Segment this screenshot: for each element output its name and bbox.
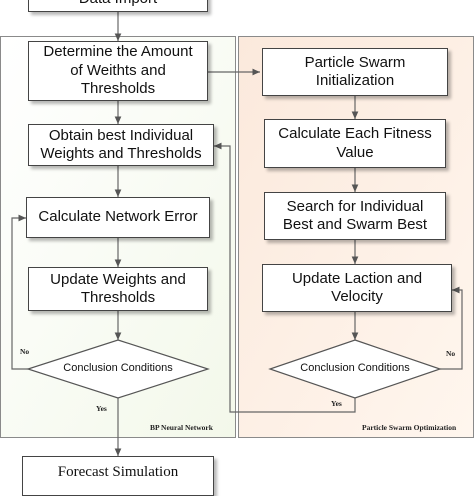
bp-yes-label: Yes — [96, 404, 107, 413]
update-weights-box: Update Weights and Thresholds — [28, 267, 208, 311]
pso-conclusion-label: Conclusion Conditions — [300, 362, 410, 374]
update-weights-line-1: Update Weights and — [50, 270, 186, 288]
pso-init-line-1: Particle Swarm — [304, 53, 406, 71]
pso-panel-label: Particle Swarm Optimization — [362, 423, 457, 432]
determine-line-3: Thresholds — [80, 80, 156, 98]
calculate-network-error-box: Calculate Network Error — [26, 197, 210, 238]
obtain-best-line-1: Obtain best Individual — [48, 126, 194, 144]
forecast-label: Forecast Simulation — [57, 464, 179, 480]
pso-no-label: No — [446, 349, 456, 358]
pso-no-loop — [440, 286, 463, 370]
search-best-line-1: Search for Individual — [286, 197, 424, 215]
update-location-box: Update Laction and Velocity — [262, 264, 452, 312]
bp-conclusion-label: Conclusion Conditions — [63, 362, 173, 374]
bp-no-loop — [11, 214, 28, 370]
network-error-label: Calculate Network Error — [38, 208, 198, 226]
update-location-line-1: Update Laction and — [291, 269, 423, 287]
pso-yes-label: Yes — [331, 399, 342, 408]
determine-line-1: Determine the Amount — [43, 43, 193, 61]
pso-conclusion-diamond — [268, 339, 442, 399]
pso-yes-to-obtain — [214, 142, 356, 413]
determine-line-2: of Weithts and — [70, 61, 166, 79]
forecast-simulation-box: Forecast Simulation — [22, 456, 214, 496]
flow-connectors — [11, 12, 463, 456]
bp-conclusion-diamond — [26, 339, 210, 399]
bp-panel-label: BP Neural Network — [150, 423, 213, 432]
search-best-line-2: Best and Swarm Best — [282, 216, 428, 233]
obtain-best-box: Obtain best Individual Weights and Thres… — [28, 124, 214, 166]
update-weights-line-2: Thresholds — [80, 289, 156, 306]
fitness-line-2: Value — [336, 143, 374, 161]
data-import-label: Data Import — [79, 0, 157, 8]
obtain-best-line-2: Weights and Thresholds — [40, 145, 202, 162]
search-best-box: Search for Individual Best and Swarm Bes… — [264, 192, 446, 240]
update-location-line-2: Velocity — [331, 288, 383, 305]
determine-amount-box: Determine the Amount of Weithts and Thre… — [28, 41, 208, 101]
pso-init-line-2: Initialization — [315, 72, 395, 89]
data-import-box: Data Import — [28, 0, 208, 12]
particle-swarm-init-box: Particle Swarm Initialization — [262, 48, 448, 96]
fitness-line-1: Calculate Each Fitness — [278, 125, 432, 142]
bp-no-label: No — [20, 347, 30, 356]
fitness-value-box: Calculate Each Fitness Value — [264, 119, 446, 168]
